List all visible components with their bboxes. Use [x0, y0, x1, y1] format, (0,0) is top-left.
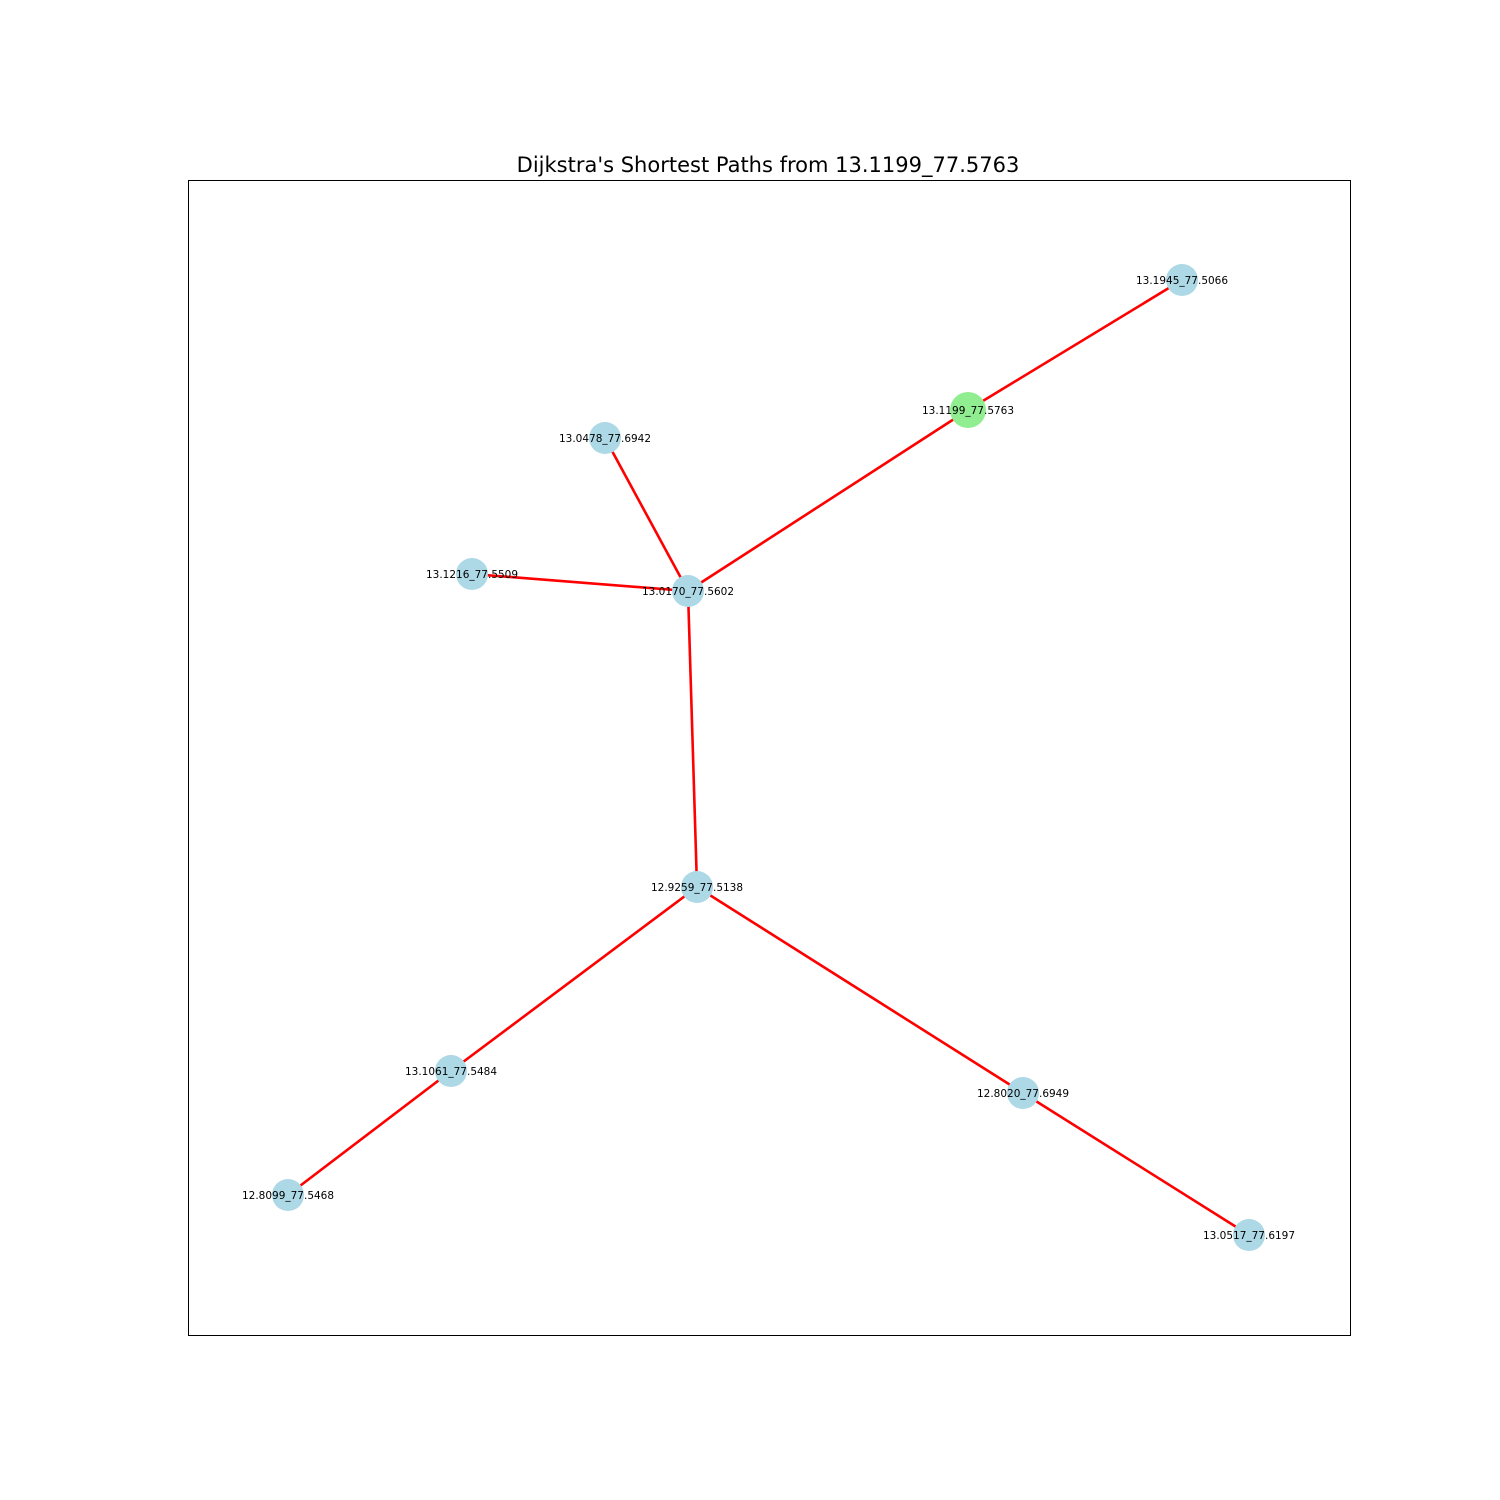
node-label: 13.1061_77.5484 — [405, 1066, 497, 1078]
node-label: 13.0517_77.6197 — [1203, 1230, 1295, 1242]
node-label: 13.0478_77.6942 — [559, 433, 651, 445]
graph-node: 13.1945_77.5066 — [1136, 264, 1228, 296]
graph-node: 12.8099_77.5468 — [242, 1179, 334, 1211]
node-circle — [681, 871, 713, 903]
node-label: 12.8099_77.5468 — [242, 1190, 334, 1202]
path-edge — [286, 1069, 453, 1197]
edges-layer — [286, 278, 1251, 1237]
path-edge — [470, 572, 690, 593]
graph-node: 12.8020_77.6949 — [977, 1077, 1069, 1109]
node-label: 13.1216_77.5509 — [426, 569, 518, 581]
node-label: 12.8020_77.6949 — [977, 1088, 1069, 1100]
graph-node: 13.1061_77.5484 — [405, 1055, 497, 1087]
graph-node: 13.1216_77.5509 — [426, 558, 518, 590]
path-edge — [686, 408, 970, 593]
node-circle — [1166, 264, 1198, 296]
path-edge — [449, 885, 699, 1073]
node-circle — [456, 558, 488, 590]
node-circle — [1233, 1219, 1265, 1251]
node-label: 12.9259_77.5138 — [651, 882, 743, 894]
nodes-layer: 13.1945_77.5066 13.1199_77.5763 13.0478_77… — [242, 264, 1295, 1251]
graph-node: 13.0170_77.5602 — [642, 575, 734, 607]
graph-node: 13.0478_77.6942 — [559, 422, 651, 454]
node-circle — [672, 575, 704, 607]
node-circle — [435, 1055, 467, 1087]
graph-node: 13.0517_77.6197 — [1203, 1219, 1295, 1251]
path-edge — [1021, 1091, 1251, 1237]
node-circle — [272, 1179, 304, 1211]
path-edge — [695, 885, 1025, 1095]
node-circle — [1007, 1077, 1039, 1109]
path-edge — [686, 589, 699, 889]
source-node: 13.1199_77.5763 — [922, 392, 1014, 428]
plot-frame — [188, 180, 1351, 1336]
node-label: 13.0170_77.5602 — [642, 586, 734, 598]
node-label: 13.1945_77.5066 — [1136, 275, 1228, 287]
path-edge — [603, 436, 690, 593]
chart-title: Dijkstra's Shortest Paths from 13.1199_7… — [517, 153, 1020, 178]
node-label: 13.1199_77.5763 — [922, 405, 1014, 417]
node-circle — [589, 422, 621, 454]
graph-node: 12.9259_77.5138 — [651, 871, 743, 903]
source-node-circle — [950, 392, 986, 428]
path-edge — [966, 278, 1184, 412]
